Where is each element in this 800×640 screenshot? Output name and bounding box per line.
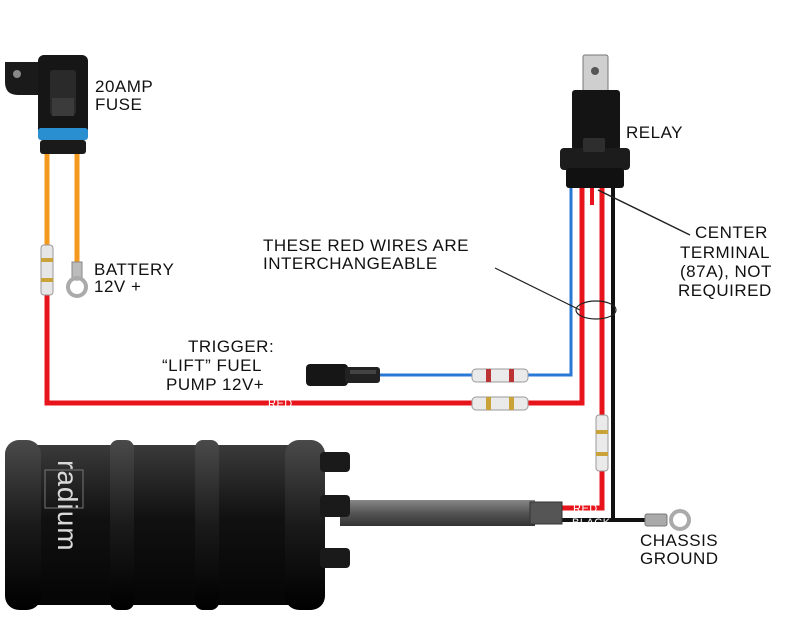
trigger-label-line-1: TRIGGER: [188, 337, 274, 356]
blue-wire-trigger [380, 188, 573, 377]
splice-connector-pump [595, 414, 609, 472]
relay [560, 54, 630, 188]
red-wires-label-line-1: THESE RED WIRES ARE [263, 236, 469, 255]
battery-label-line-2: 12V + [94, 277, 141, 296]
splice-connector-main [471, 396, 529, 411]
red-wire-pump [560, 188, 605, 511]
fuse-label-line-1: 20AMP [95, 77, 153, 96]
leader-interchangeable [494, 267, 581, 311]
relay-wire-band [566, 255, 618, 277]
ground-ring-terminal [644, 509, 691, 531]
pump-wire-boot [529, 501, 563, 525]
trigger-label-line-3: PUMP 12V+ [166, 375, 264, 394]
center-terminal-label-line-3: (87A), NOT [680, 262, 772, 281]
chassis-ground-label-line-1: CHASSIS [640, 531, 718, 550]
center-terminal-label-line-1: CENTER [695, 223, 768, 242]
trigger-connector [306, 364, 380, 386]
red-wires-label-line-2: INTERCHANGEABLE [263, 254, 438, 273]
pump-wire-sleeve [340, 500, 535, 526]
battery-ring-terminal [66, 261, 88, 298]
center-terminal-label-line-4: REQUIRED [678, 281, 772, 300]
fuse-label-line-2: FUSE [95, 95, 142, 114]
wire-label-red-pump: RED [573, 503, 598, 515]
wire-label-red-main: RED [268, 398, 293, 410]
fuse-accent-band [38, 128, 88, 140]
chassis-ground-label-line-2: GROUND [640, 549, 719, 568]
relay-label: RELAY [626, 123, 683, 142]
fuel-pump: radium [5, 440, 350, 610]
fuse-holder [5, 55, 88, 154]
leader-center-terminal [597, 189, 691, 236]
trigger-label-line-2: “LIFT” FUEL [162, 356, 262, 375]
splice-connector-trigger [471, 368, 529, 383]
wire-label-black-pump: BLACK [572, 517, 611, 529]
center-terminal-label-line-2: TERMINAL [680, 243, 770, 262]
splice-connector-left [40, 244, 54, 296]
pump-brand-logo: radium [52, 460, 83, 552]
interchangeable-marker [575, 300, 617, 320]
battery-label-line-1: BATTERY [94, 260, 174, 279]
